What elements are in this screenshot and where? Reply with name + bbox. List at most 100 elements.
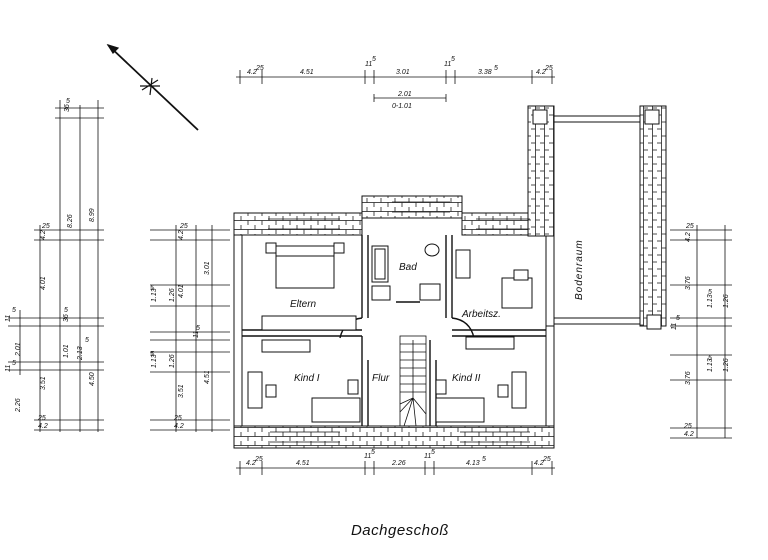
- inner-dim-g: 1.13: [151, 354, 158, 368]
- bottom-dim-6-sup: 5: [482, 456, 486, 463]
- bottom-dim-3: 11: [364, 453, 371, 460]
- top-dim-6: 3.38: [478, 69, 492, 76]
- top-dim-3-sup: 5: [372, 56, 376, 63]
- right-dimension-chain: [670, 225, 732, 439]
- kind1-desk: [247, 371, 263, 409]
- left-dim-f-sup: 5: [64, 307, 68, 314]
- left-dim-c: 8.99: [89, 208, 96, 222]
- left-outer-dimension-chain: [8, 100, 104, 432]
- top-dim-4: 3.01: [396, 69, 410, 76]
- left-dim-o: 4.2: [38, 423, 48, 430]
- furniture: [247, 242, 533, 423]
- right-dim-f: 3.76: [685, 371, 692, 385]
- top-dim-6-sup: 5: [494, 65, 498, 72]
- top-dimension-chain: [236, 70, 555, 102]
- left-dim-b: 8.26: [67, 214, 74, 228]
- arbeitsz-shelf: [465, 336, 515, 350]
- inner-dim-a-sup: 25: [179, 223, 188, 230]
- staircase: [399, 335, 427, 427]
- inner-dim-j: 4.51: [204, 370, 211, 384]
- top-dim-5-sup: 5: [451, 56, 455, 63]
- left-dim-o-sup: 25: [37, 415, 46, 422]
- right-dim-e: 11: [671, 323, 678, 330]
- inner-dim-d-sup: 5: [150, 285, 154, 292]
- inner-dim-d: 1.13: [151, 288, 158, 302]
- right-dim-d: 1.26: [723, 294, 730, 308]
- left-dim-k: 11: [5, 365, 12, 372]
- room-label-eltern: Eltern: [290, 299, 317, 310]
- bottom-dim-5: 11: [424, 453, 431, 460]
- room-label-bodenraum: Bodenraum: [574, 239, 585, 300]
- right-dim-i-sup: 25: [683, 423, 692, 430]
- bottom-dim-4: 2.26: [391, 460, 406, 467]
- arbeitsz-cabinet: [455, 249, 471, 279]
- top-dim-5: 11: [444, 61, 451, 68]
- room-label-arbeitsz: Arbeitsz.: [461, 309, 501, 320]
- toilet: [424, 243, 440, 257]
- room-label-kind2: Kind II: [452, 373, 481, 384]
- right-dim-c: 1.13: [707, 294, 714, 308]
- room-label-kind1: Kind I: [294, 373, 320, 384]
- right-dim-h: 1.26: [723, 358, 730, 372]
- kind2-bed: [435, 397, 485, 423]
- left-inner-dimension-chain: [150, 225, 230, 432]
- bottom-dim-1-sup: 25: [254, 456, 263, 463]
- inner-dim-k-sup: 25: [173, 415, 182, 422]
- left-dim-j: 2.13: [77, 346, 84, 361]
- left-dim-a: 36: [64, 104, 71, 112]
- left-dim-k-sup: 5: [12, 360, 16, 367]
- arbeitsz-desk: [501, 277, 533, 309]
- bottom-dim-3-sup: 5: [371, 449, 375, 456]
- left-dim-m: 4.50: [89, 372, 96, 386]
- inner-dim-f: 11: [193, 331, 200, 338]
- right-dim-g: 1.13: [707, 358, 714, 372]
- shower: [371, 285, 391, 301]
- bottom-dim-6: 4.13: [466, 460, 480, 467]
- inner-dim-a: 4.2: [178, 230, 185, 240]
- left-dim-l: 3.51: [40, 376, 47, 390]
- top-sub-dim-1: 2.01: [397, 91, 412, 98]
- bottom-dim-1: 4.2: [246, 460, 256, 467]
- top-dim-7-sup: 25: [544, 65, 553, 72]
- left-dim-f: 36: [63, 314, 70, 322]
- left-dim-d-sup: 25: [41, 223, 50, 230]
- drawing-caption: Dachgeschoß: [350, 522, 450, 539]
- north-arrow-icon: [106, 43, 199, 131]
- windows: [268, 201, 530, 443]
- eltern-wardrobe: [261, 315, 357, 331]
- top-dim-1-sup: 25: [255, 65, 264, 72]
- washbasin: [419, 283, 441, 301]
- eltern-bed: [275, 245, 335, 289]
- bottom-dim-2: 4.51: [296, 460, 310, 467]
- exterior-walls: [233, 195, 555, 449]
- left-dim-g-sup: 5: [12, 307, 16, 314]
- inner-dim-f-sup: 5: [196, 325, 200, 332]
- top-sub-dim-2: 0-1.01: [392, 103, 412, 110]
- inner-dim-h: 1.26: [169, 354, 176, 368]
- inner-dim-i: 3.51: [178, 384, 185, 398]
- left-dim-j-sup: 5: [85, 337, 89, 344]
- top-dim-3: 11: [365, 61, 372, 68]
- left-dim-n: 2.26: [15, 398, 22, 413]
- right-dim-g-sup: 5: [708, 355, 712, 362]
- right-dim-a-sup: 25: [685, 223, 694, 230]
- kind1-shelf: [261, 339, 311, 353]
- bottom-dim-7-sup: 25: [542, 456, 551, 463]
- inner-dim-e: 1.26: [169, 288, 176, 302]
- left-inner-dim-labels: 4.2 25 4.01 3.01 1.13 5 1.26 11 5 1.13 5…: [150, 223, 211, 430]
- room-label-bad: Bad: [399, 262, 417, 273]
- left-dim-i: 1.01: [63, 344, 70, 358]
- inner-dim-k: 4.2: [174, 423, 184, 430]
- left-outer-dim-labels: 36 5 8.26 8.99 4.2 25 4.01 36 5 11 5 2.0…: [5, 98, 96, 430]
- top-dim-1: 4.2: [247, 69, 257, 76]
- top-dim-7: 4.2: [536, 69, 546, 76]
- inner-dim-g-sup: 5: [150, 351, 154, 358]
- left-dim-e: 4.01: [40, 276, 47, 290]
- top-dim-2: 4.51: [300, 69, 314, 76]
- right-dim-e-sup: 5: [676, 315, 680, 322]
- room-label-flur: Flur: [372, 373, 390, 384]
- right-dim-labels: 4.2 25 3.76 1.13 5 1.26 11 5 3.76 1.13 5…: [671, 223, 730, 438]
- left-dim-a-sup: 5: [66, 98, 70, 105]
- bottom-dim-5-sup: 5: [431, 449, 435, 456]
